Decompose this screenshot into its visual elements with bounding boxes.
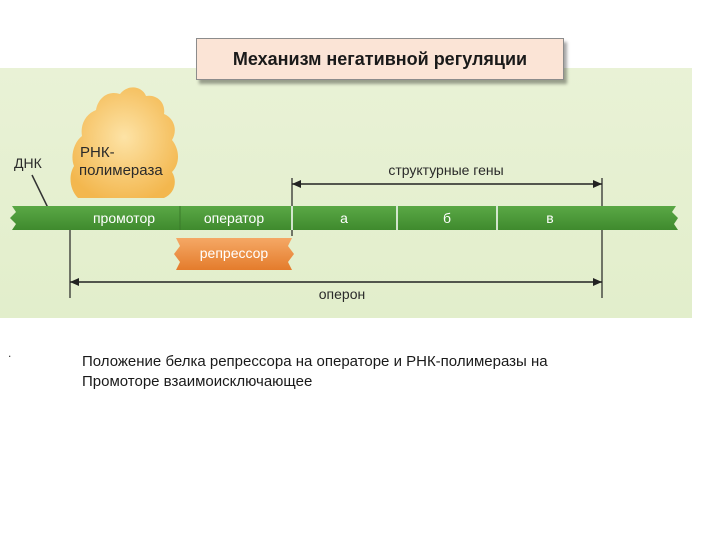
- dna-pointer-line: [31, 174, 51, 213]
- dna-strand: [10, 206, 678, 230]
- operon-arrow-right: [593, 278, 602, 286]
- operon-arrow-left: [70, 278, 79, 286]
- repressor-shape: [174, 238, 294, 270]
- dna-label: ДНК: [14, 155, 43, 171]
- rna-polymerase-shape: [70, 87, 178, 198]
- promoter-label: промотор: [93, 210, 155, 226]
- structural-genes-label: структурные гены: [388, 162, 503, 178]
- bullet-marker: .: [8, 346, 12, 360]
- rna-polymerase-label-line1: РНК-: [80, 144, 115, 161]
- repressor-label: репрессор: [200, 245, 269, 261]
- gene-c-label: в: [546, 210, 553, 226]
- gene-a-label: а: [340, 210, 348, 226]
- caption-line-1: Положение белка репрессора на операторе …: [82, 353, 548, 370]
- structural-genes-arrow-right: [593, 180, 602, 188]
- gene-b-label: б: [443, 210, 451, 226]
- diagram-title: Механизм негативной регуляции: [196, 38, 564, 80]
- caption-line-2: Промоторе взаимоисключающее: [82, 373, 313, 390]
- structural-genes-arrow-left: [292, 180, 301, 188]
- operon-label: оперон: [319, 286, 365, 302]
- rna-polymerase-label-line2: полимераза: [79, 162, 163, 179]
- caption-text: Положение белка репрессора на операторе …: [82, 352, 682, 392]
- operator-label: оператор: [204, 210, 264, 226]
